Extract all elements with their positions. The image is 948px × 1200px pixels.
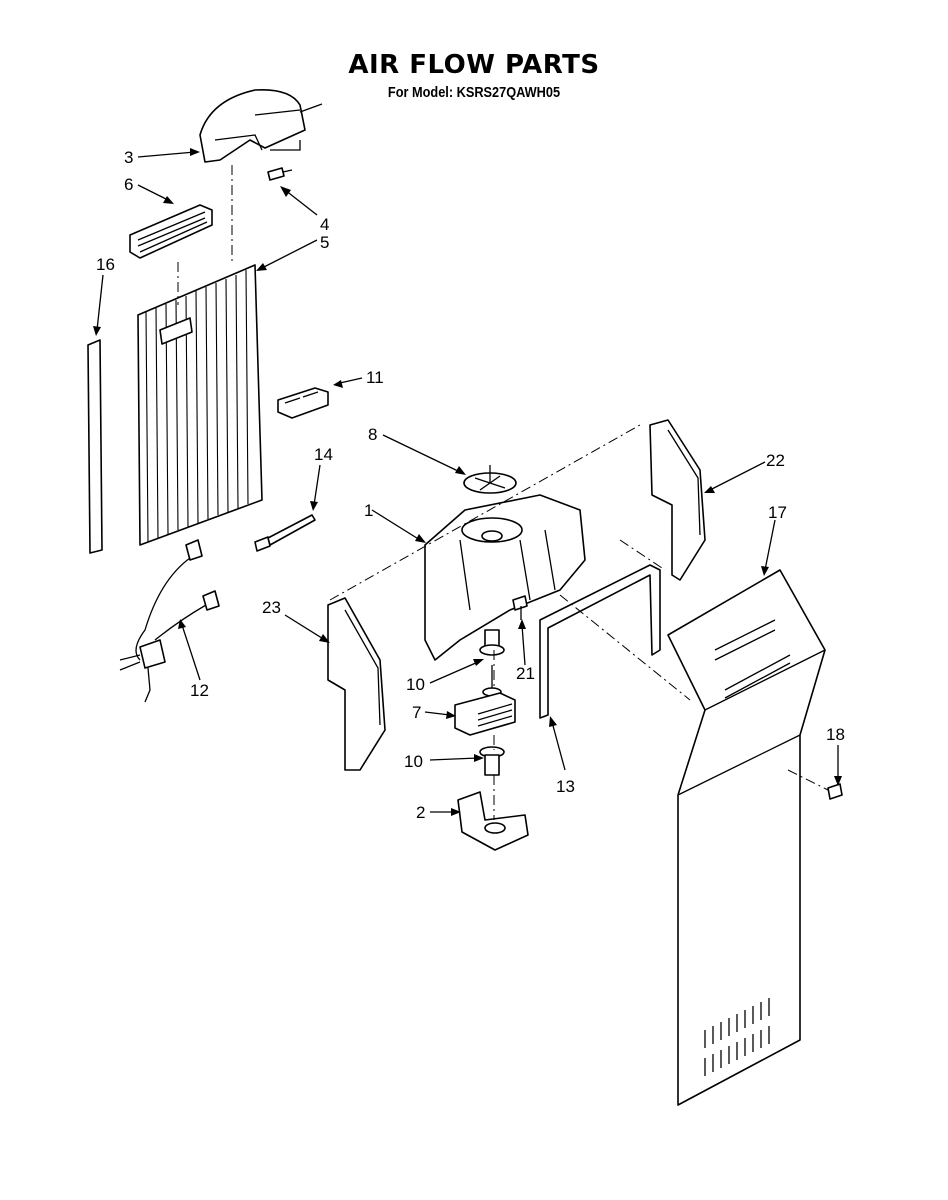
callout-labels: 3 6 4 5 16 11 14 8 1 23 12 21 10 7 10 2 … [96, 148, 845, 822]
part-22-right-baffle [649, 419, 706, 581]
callout-21: 21 [516, 664, 535, 683]
callout-13: 13 [556, 777, 575, 796]
part-1-fan-shroud [424, 494, 586, 661]
callout-14: 14 [314, 445, 333, 464]
callout-10-upper: 10 [406, 675, 425, 694]
callout-3: 3 [124, 148, 133, 167]
callout-17: 17 [768, 503, 787, 522]
callout-18: 18 [826, 725, 845, 744]
part-5-evaporator-cover [137, 264, 263, 546]
part-10-upper-grommet [479, 629, 505, 656]
callout-2: 2 [416, 803, 425, 822]
leader-lines [93, 148, 842, 816]
part-21-screw [512, 595, 528, 620]
callout-1: 1 [364, 501, 373, 520]
part-11-bracket [277, 387, 329, 419]
part-4-screw [267, 167, 293, 181]
part-3-duct-cover [199, 88, 323, 163]
part-12-wire-harness [119, 539, 220, 703]
callout-16: 16 [96, 255, 115, 274]
alignment-lines [177, 165, 829, 820]
part-18-screw [827, 783, 843, 800]
part-13-air-channel [539, 564, 661, 719]
part-23-left-baffle [327, 597, 386, 771]
part-10-lower-grommet [479, 746, 505, 776]
part-6-grille [129, 204, 213, 259]
callout-10-lower: 10 [404, 752, 423, 771]
callout-6: 6 [124, 175, 133, 194]
callout-8: 8 [368, 425, 377, 444]
callout-11: 11 [366, 368, 384, 387]
callout-22: 22 [766, 451, 785, 470]
part-2-motor-bracket [457, 791, 529, 851]
vent-slots [704, 998, 770, 1076]
model-subtitle: For Model: KSRS27QAWH05 [387, 84, 561, 101]
part-7-fan-motor [454, 665, 516, 736]
panel-ribs [145, 269, 249, 543]
part-8-fan-blade [463, 465, 517, 494]
callout-7: 7 [412, 703, 421, 722]
callout-12: 12 [190, 681, 209, 700]
page-title: AIR FLOW PARTS [348, 50, 600, 80]
part-16-seal-strip [87, 339, 103, 554]
callout-5: 5 [320, 233, 329, 252]
callout-23: 23 [262, 598, 281, 617]
callout-4: 4 [320, 215, 329, 234]
part-17-rear-duct [667, 569, 826, 1106]
part-14-sensor [254, 514, 316, 552]
